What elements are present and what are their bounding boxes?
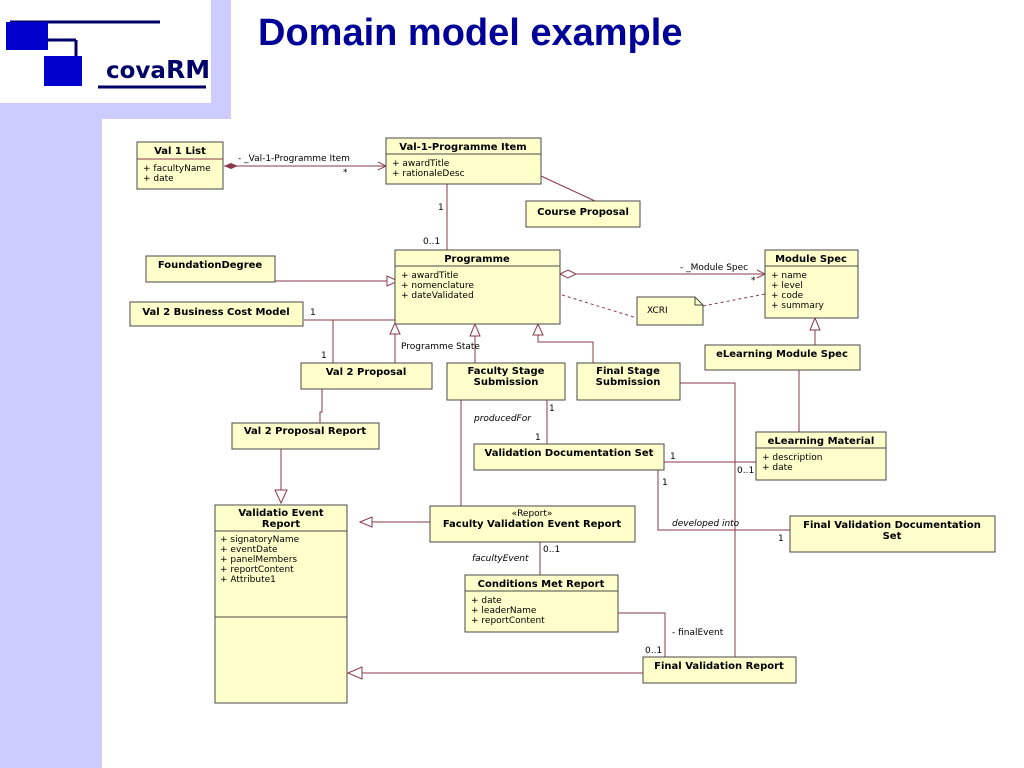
class-course-proposal: Course Proposal	[525, 200, 641, 228]
class-name-line: Faculty Stage	[468, 366, 545, 377]
attribute: + reportContent	[220, 565, 294, 575]
class-final-validation-report: Final Validation Report	[642, 656, 797, 684]
class-name: Val 1 List	[154, 146, 206, 157]
docset-el-mult-1: 1	[670, 452, 676, 462]
attribute: + reportContent	[471, 616, 545, 626]
logo: covaRM	[0, 0, 211, 103]
attribute: + signatoryName	[220, 535, 300, 545]
attribute: + code	[771, 291, 804, 301]
programme-state-label: Programme State	[401, 342, 480, 352]
class-final-validation-documentation-set: Final Validation Documentation Set	[789, 515, 996, 553]
class-name: Module Spec	[775, 254, 847, 265]
attribute: + dateValidated	[401, 291, 474, 301]
item-prog-mult-1: 1	[438, 203, 444, 213]
class-name: Val 2 Business Cost Model	[142, 307, 289, 318]
attribute: + awardTitle	[392, 159, 450, 169]
attribute: + Attribute1	[220, 575, 276, 585]
connectors	[224, 161, 821, 680]
attribute: + summary	[771, 301, 825, 311]
association-labels: - _Val-1-Programme Item * 1 0..1 - _Modu…	[238, 154, 784, 656]
class-val2-proposal-report: Val 2 Proposal Report	[231, 422, 380, 450]
logo-square-1	[6, 22, 48, 50]
logo-square-2	[44, 56, 82, 86]
class-validation-event-report: Validatio Event Report + signatoryName +…	[214, 504, 348, 704]
attribute: + date	[762, 463, 793, 473]
developed-into-label: developed into	[672, 519, 740, 529]
class-faculty-validation-event-report: «Report» Faculty Validation Event Report	[429, 505, 636, 543]
dev-mult-b: 1	[778, 534, 784, 544]
svg-text:covaRM: covaRM	[106, 55, 210, 84]
class-name: eLearning Module Spec	[716, 349, 848, 360]
class-val1-list: Val 1 List + facultyName + date	[136, 141, 224, 190]
note-text: XCRI	[647, 306, 668, 316]
attribute: + description	[762, 453, 822, 463]
class-name-line: Validatio Event	[238, 508, 324, 519]
attribute: + nomenclature	[401, 281, 474, 291]
class-name-line: Final Validation Documentation	[803, 520, 981, 531]
final-event-label: - finalEvent	[672, 628, 724, 638]
val1-role-label: - _Val-1-Programme Item	[238, 154, 350, 164]
dev-mult-a: 1	[662, 478, 668, 488]
class-val2-business-cost-model: Val 2 Business Cost Model	[129, 301, 304, 327]
page-title: Domain model example	[258, 12, 683, 54]
class-elearning-material: eLearning Material + description + date	[755, 431, 887, 481]
class-name: Val 2 Proposal Report	[244, 426, 367, 437]
attribute: + eventDate	[220, 545, 278, 555]
produced-mult-b: 1	[535, 433, 541, 443]
class-name: Val 2 Proposal	[326, 367, 407, 378]
class-name: Course Proposal	[537, 207, 629, 218]
note-xcri: XCRI	[636, 296, 704, 326]
class-name-line: Report	[262, 519, 300, 530]
class-name-line: Submission	[596, 377, 661, 388]
attribute: + level	[771, 281, 803, 291]
faculty-event-mult: 0..1	[543, 545, 560, 555]
produced-for-label: producedFor	[473, 414, 532, 424]
attribute: + panelMembers	[220, 555, 297, 565]
class-val1-programme-item: Val-1-Programme Item + awardTitle + rati…	[385, 137, 542, 185]
class-validation-documentation-set: Validation Documentation Set	[473, 443, 665, 471]
attribute: + date	[143, 174, 174, 184]
class-module-spec: Module Spec + name + level + code + summ…	[764, 249, 859, 319]
module-role-label: - _Module Spec	[680, 263, 748, 273]
class-name: Final Validation Report	[654, 661, 784, 672]
faculty-event-label: facultyEvent	[472, 554, 529, 564]
class-name: Validation Documentation Set	[485, 448, 654, 459]
attribute: + rationaleDesc	[392, 169, 465, 179]
produced-mult-a: 1	[549, 404, 555, 414]
class-val2-proposal: Val 2 Proposal	[300, 362, 433, 390]
class-name: Val-1-Programme Item	[399, 142, 526, 153]
class-foundation-degree: FoundationDegree	[145, 255, 276, 283]
attribute: + leaderName	[471, 606, 537, 616]
cost-mult-b: 1	[321, 351, 327, 361]
class-programme: Programme + awardTitle + nomenclature + …	[394, 249, 561, 325]
stereotype: «Report»	[512, 509, 553, 519]
attribute: + facultyName	[143, 164, 211, 174]
val1-multiplicity: *	[343, 168, 348, 178]
class-conditions-met-report: Conditions Met Report + date + leaderNam…	[464, 574, 619, 633]
class-name-line: Final Stage	[596, 366, 660, 377]
attribute: + awardTitle	[401, 271, 459, 281]
class-name-line: Submission	[474, 377, 539, 388]
class-final-stage-submission: Final Stage Submission	[576, 362, 681, 401]
class-faculty-stage-submission: Faculty Stage Submission	[446, 362, 566, 401]
docset-el-mult-0n1: 0..1	[737, 466, 754, 476]
class-name: Conditions Met Report	[478, 579, 605, 590]
final-event-mult: 0..1	[645, 646, 662, 656]
class-name: FoundationDegree	[158, 260, 263, 271]
item-prog-mult-0n1: 0..1	[423, 237, 440, 247]
class-name-line: Set	[883, 531, 902, 542]
class-name: Faculty Validation Event Report	[443, 519, 622, 530]
cost-mult-a: 1	[310, 308, 316, 318]
class-elearning-module-spec: eLearning Module Spec	[704, 344, 861, 371]
class-name: eLearning Material	[768, 436, 875, 447]
module-multiplicity: *	[751, 276, 756, 286]
side-band	[0, 0, 102, 768]
logo-graphic: covaRM	[6, 20, 210, 89]
attribute: + name	[771, 271, 807, 281]
attribute: + date	[471, 596, 502, 606]
composition-diamond	[224, 163, 238, 169]
class-name: Programme	[444, 254, 510, 265]
